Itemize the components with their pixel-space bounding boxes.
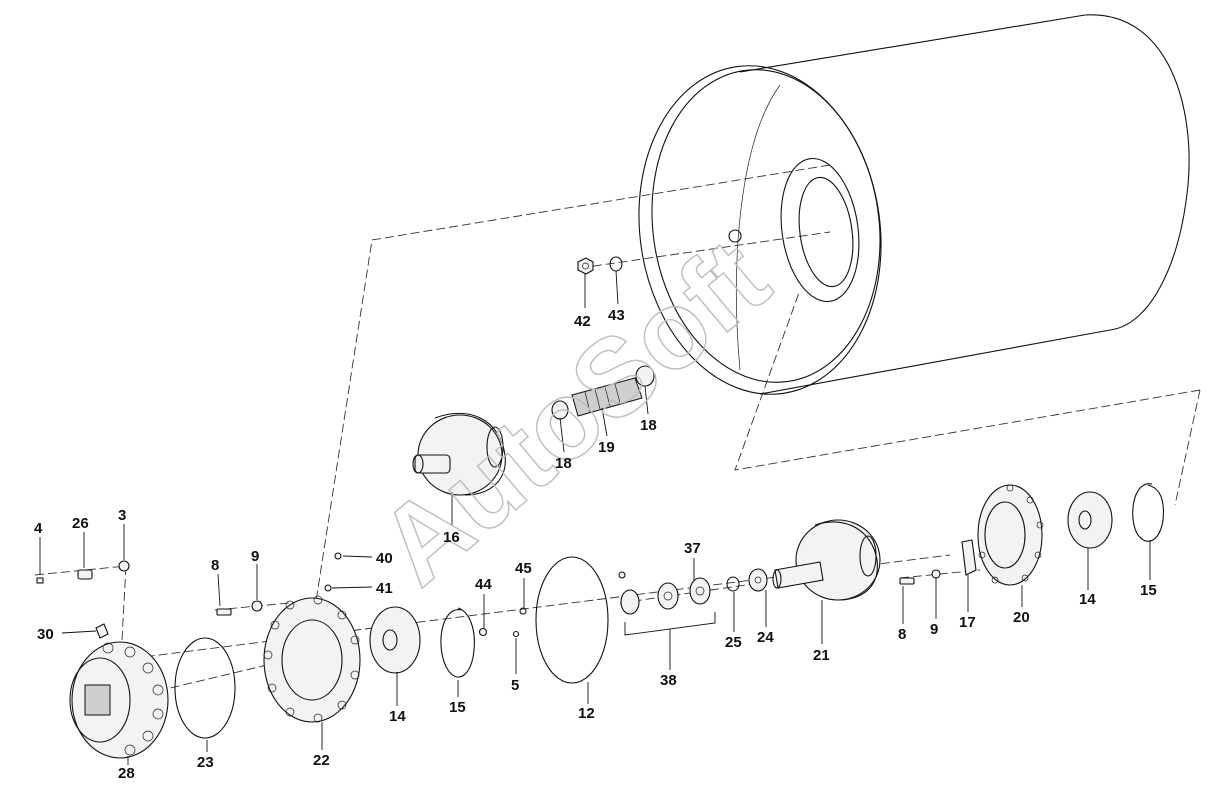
callout-41: 41 [376, 580, 393, 597]
part-38-bracket [624, 612, 716, 670]
callout-4: 4 [34, 520, 43, 537]
callout-5: 5 [511, 677, 519, 694]
part-22-flange [263, 595, 361, 723]
part-24-washer [748, 568, 768, 592]
callout-19: 19 [598, 439, 615, 456]
callout-9-left: 9 [251, 548, 259, 565]
part-42-nut [577, 257, 594, 275]
part-21-motor [772, 519, 881, 601]
part-40-pin [334, 552, 342, 560]
drum-shell [638, 14, 1190, 395]
part-15-snapring-right [1132, 483, 1164, 542]
callout-18-right: 18 [640, 417, 657, 434]
callout-15-left: 15 [449, 699, 466, 716]
part-9-washer-right [931, 569, 941, 579]
part-17-plate [961, 539, 977, 576]
part-43-oring [609, 256, 623, 272]
callout-labels: 4 26 3 30 28 8 9 23 40 41 22 14 15 44 45… [34, 307, 1157, 782]
callout-23: 23 [197, 754, 214, 771]
part-26-bolt [77, 569, 93, 580]
callout-16: 16 [443, 529, 460, 546]
callout-38: 38 [660, 672, 677, 689]
part-23-ring [174, 637, 236, 739]
callout-44: 44 [475, 576, 492, 593]
part-44-pin [478, 627, 488, 637]
callout-15-right: 15 [1140, 582, 1157, 599]
part-19-spline-shaft [571, 377, 643, 417]
part-4-pin [36, 577, 44, 584]
part-28-hub [69, 641, 169, 759]
part-25-ring [726, 576, 740, 592]
callout-20: 20 [1013, 609, 1030, 626]
part-9-washer-left [251, 600, 263, 612]
callout-9-right: 9 [930, 621, 938, 638]
callout-37: 37 [684, 540, 701, 557]
part-14-washer-left [369, 606, 421, 674]
part-37-coupling [618, 571, 711, 615]
callout-40: 40 [376, 550, 393, 567]
callout-3: 3 [118, 507, 126, 524]
callout-42: 42 [574, 313, 591, 330]
callout-26: 26 [72, 515, 89, 532]
watermark: AutoSoft [356, 216, 791, 609]
part-41-pin [324, 584, 332, 592]
part-15-snapring-left [440, 607, 475, 678]
callout-17: 17 [959, 614, 976, 631]
callout-8-left: 8 [211, 557, 219, 574]
callout-25: 25 [725, 634, 742, 651]
drum-inner-flange [728, 157, 860, 303]
callout-14-left: 14 [389, 708, 406, 725]
part-20-flange [977, 484, 1044, 586]
callout-21: 21 [813, 647, 830, 664]
callout-43: 43 [608, 307, 625, 324]
callout-18-left: 18 [555, 455, 572, 472]
leader-lines [39, 270, 1151, 765]
callout-22: 22 [313, 752, 330, 769]
part-30-fitting [95, 623, 109, 639]
callout-12: 12 [578, 705, 595, 722]
part-45-ball [519, 607, 527, 615]
part-16-motor [412, 412, 506, 496]
part-3-nut [118, 560, 130, 572]
callout-28: 28 [118, 765, 135, 782]
part-8-bolt-right [899, 577, 915, 585]
callout-14-right: 14 [1079, 591, 1096, 608]
callout-8-right: 8 [898, 626, 906, 643]
part-12-ring [535, 556, 609, 684]
part-8-bolt-left [216, 608, 232, 616]
part-5-ball [512, 630, 520, 638]
callout-45: 45 [515, 560, 532, 577]
part-14-washer-right [1067, 491, 1113, 549]
callout-24: 24 [757, 629, 774, 646]
callout-30: 30 [37, 626, 54, 643]
